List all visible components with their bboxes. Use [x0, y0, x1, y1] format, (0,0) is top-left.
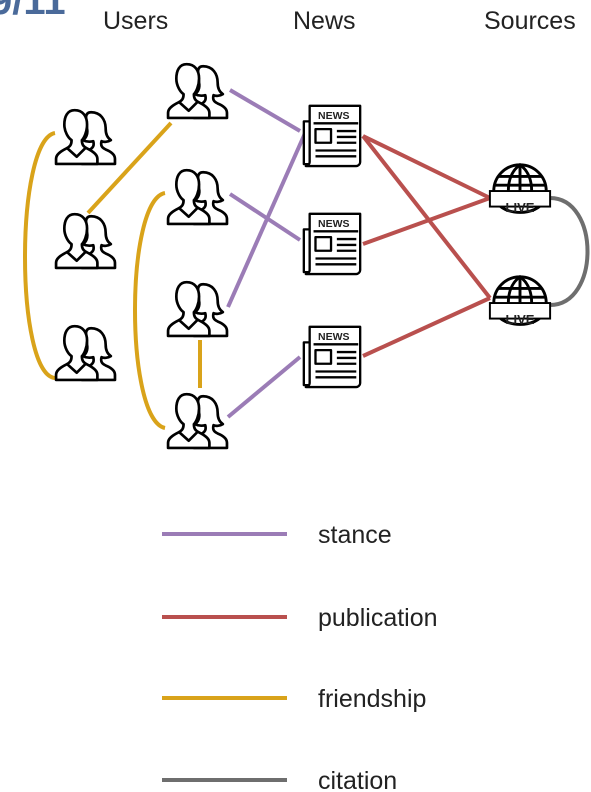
news-column: NEWS NEWS NEWS — [302, 104, 362, 389]
sources-column: LIVE LIVE — [487, 163, 553, 327]
header-users: Users — [103, 7, 168, 35]
friendship-edge — [86, 121, 173, 215]
users-icon — [166, 168, 229, 226]
newspaper-icon: NEWS — [302, 104, 362, 168]
users-icon — [54, 324, 117, 382]
legend-label-citation: citation — [318, 767, 397, 792]
publication-edge — [362, 196, 491, 246]
publication-edge — [362, 134, 491, 200]
live-globe-icon: LIVE — [487, 163, 553, 215]
newspaper-icon: NEWS — [302, 325, 362, 389]
stance-edge — [228, 88, 302, 133]
header-news: News — [293, 7, 356, 35]
users-icon — [166, 62, 229, 120]
legend-label-stance: stance — [318, 521, 392, 549]
news-icon-label: NEWS — [318, 331, 350, 343]
legend: stance publication friendship citation — [162, 521, 438, 792]
publication-edge — [362, 296, 491, 358]
stance-edge — [226, 355, 302, 419]
legend-label-friendship: friendship — [318, 685, 426, 713]
cropped-title-fragment: 9/11 — [0, 0, 66, 23]
friendship-edge — [23, 131, 56, 380]
users-icon — [54, 108, 117, 166]
edges-layer — [23, 88, 590, 430]
newspaper-icon: NEWS — [302, 212, 362, 276]
stance-edge — [228, 192, 302, 242]
news-icon-label: NEWS — [318, 110, 350, 122]
users-icon — [166, 392, 229, 450]
legend-label-publication: publication — [318, 604, 438, 632]
live-globe-icon: LIVE — [487, 275, 553, 327]
publication-edge — [361, 134, 492, 300]
header-sources: Sources — [484, 7, 576, 35]
citation-edge — [549, 196, 590, 307]
users-icon — [166, 280, 229, 338]
news-icon-label: NEWS — [318, 218, 350, 230]
live-icon-label: LIVE — [506, 312, 535, 327]
friendship-edge — [133, 191, 166, 430]
users-icon — [54, 212, 117, 270]
live-icon-label: LIVE — [506, 200, 535, 215]
